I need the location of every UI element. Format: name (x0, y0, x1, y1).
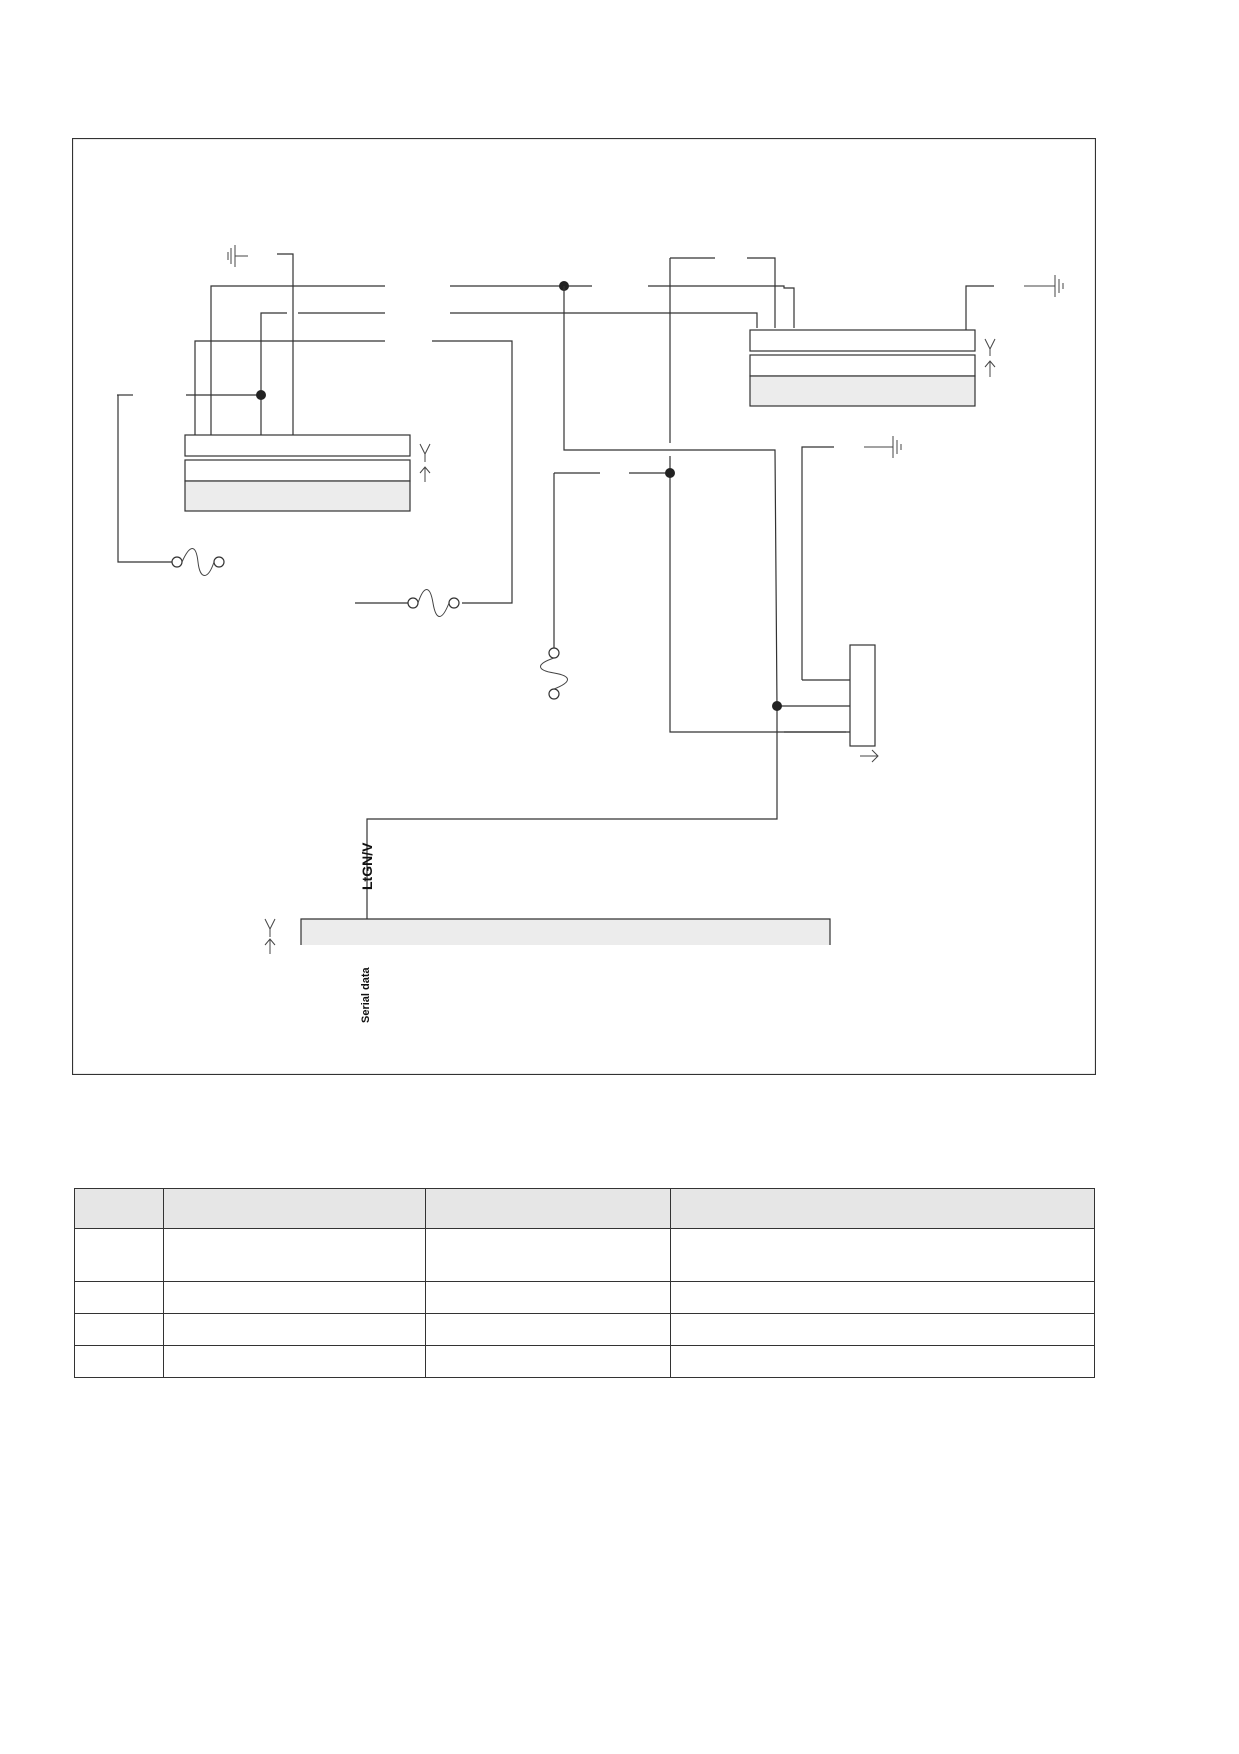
table-header-cell (163, 1188, 426, 1229)
table-header-row (74, 1188, 1095, 1229)
table-row (74, 1281, 1095, 1314)
wire-color-label: LtGN/V (359, 842, 375, 890)
bus-signal-label: Serial data (360, 966, 372, 1023)
table-cell (163, 1228, 426, 1282)
wire (277, 253, 294, 435)
wire (669, 258, 846, 733)
right-connector (749, 329, 976, 407)
wiring-diagram-svg: LtGN/V Serial data (72, 138, 1096, 1075)
diagram-border (72, 138, 1096, 1075)
table-cell (74, 1345, 164, 1378)
wiring-diagram: LtGN/V Serial data (72, 138, 1096, 1075)
table-cell (670, 1281, 1095, 1314)
wire (260, 312, 758, 435)
table-cell (163, 1281, 426, 1314)
table-cell (163, 1313, 426, 1346)
table-header-cell (425, 1188, 671, 1229)
ground-symbol-icon (1024, 275, 1064, 297)
bus-connector-symbol-icon (264, 918, 276, 954)
table-cell (425, 1281, 671, 1314)
wire (194, 340, 513, 604)
table-cell (425, 1345, 671, 1378)
fuse-icon (355, 589, 460, 617)
wire (670, 257, 776, 328)
table-cell (74, 1313, 164, 1346)
splice-node (772, 701, 782, 711)
splice-node (665, 468, 675, 478)
serial-data-bus (300, 918, 831, 945)
wire (366, 286, 778, 921)
fuse-icon (540, 647, 568, 700)
table-row (74, 1345, 1095, 1378)
table-header-cell (74, 1188, 164, 1229)
table-cell (425, 1313, 671, 1346)
ground-symbol-icon (864, 436, 902, 458)
arrow-right-icon (860, 749, 879, 763)
wire (117, 395, 177, 563)
splice-node (256, 390, 266, 400)
wire (648, 285, 795, 328)
table-row (74, 1228, 1095, 1282)
ground-symbol-icon (227, 245, 248, 267)
table-row (74, 1313, 1095, 1346)
left-connector-symbol-icon (419, 443, 431, 482)
legend-table (74, 1188, 1095, 1378)
table-cell (670, 1228, 1095, 1282)
fuse-icon (171, 548, 225, 576)
right-connector-symbol-icon (984, 338, 996, 377)
table-cell (74, 1281, 164, 1314)
table-cell (425, 1228, 671, 1282)
table-cell (670, 1313, 1095, 1346)
table-cell (163, 1345, 426, 1378)
wire (210, 285, 592, 435)
wire (801, 446, 834, 680)
table-cell (74, 1228, 164, 1282)
small-connector (849, 644, 876, 747)
table-header-cell (670, 1188, 1095, 1229)
table-cell (670, 1345, 1095, 1378)
wire (965, 285, 994, 330)
left-connector (184, 434, 411, 512)
